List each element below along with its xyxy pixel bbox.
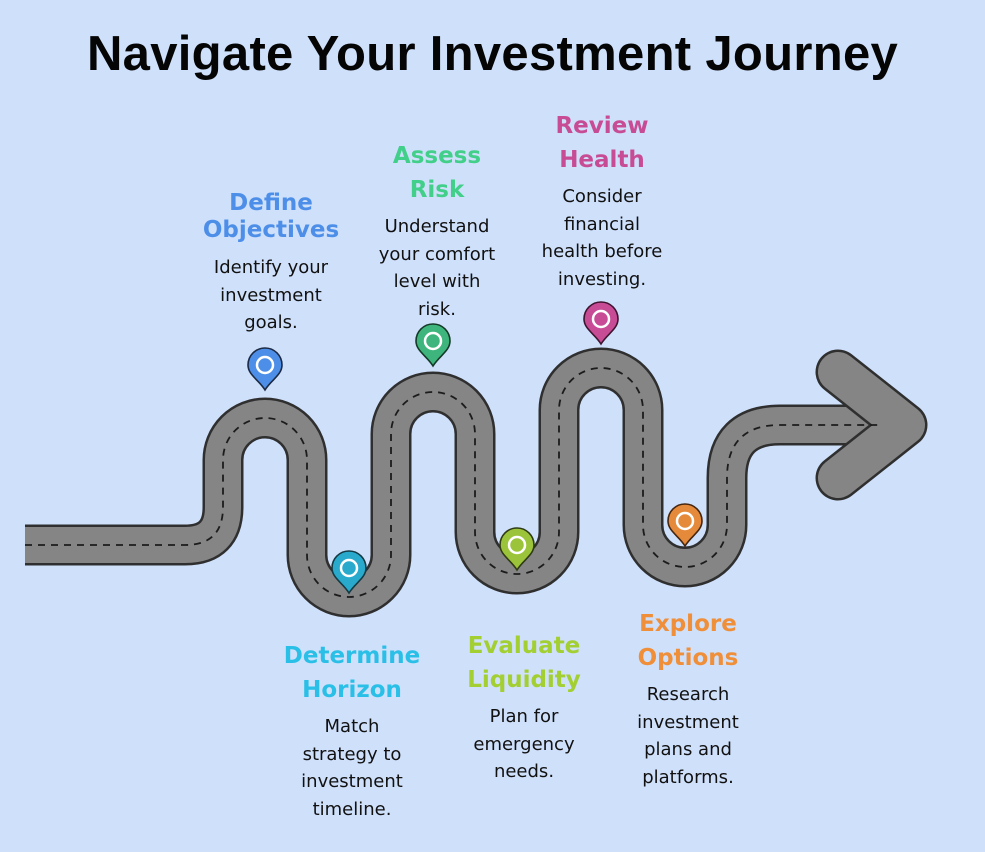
location-pin-icon: [331, 550, 367, 595]
step-description: Consider financial health before investi…: [541, 186, 663, 290]
step-evaluate-liquidity: Evaluate Liquidity Plan for emergency ne…: [429, 629, 619, 786]
location-pin-icon: [415, 323, 451, 368]
step-heading: Review Health: [555, 113, 649, 173]
road-arrowhead: [818, 352, 925, 498]
step-determine-horizon: Determine Horizon Match strategy to inve…: [257, 639, 447, 823]
location-pin-icon: [247, 347, 283, 392]
road-center-line: [25, 367, 880, 598]
step-description: Plan for emergency needs.: [473, 706, 575, 782]
step-heading: Determine Horizon: [283, 643, 421, 703]
location-pin-icon: [667, 503, 703, 548]
step-heading: Assess Risk: [392, 143, 482, 203]
location-pin-icon: [499, 527, 535, 572]
step-description: Understand your comfort level with risk.: [378, 216, 496, 320]
step-description: Identify your investment goals.: [213, 257, 329, 333]
location-pin-icon: [583, 301, 619, 346]
road-surface: [25, 350, 895, 615]
step-heading: Evaluate Liquidity: [467, 633, 581, 693]
step-description: Match strategy to investment timeline.: [301, 716, 403, 820]
step-description: Research investment plans and platforms.: [637, 684, 739, 788]
diagram-title: Navigate Your Investment Journey: [86, 27, 899, 81]
step-assess-risk: Assess Risk Understand your comfort leve…: [342, 139, 532, 323]
step-explore-options: Explore Options Research investment plan…: [593, 607, 783, 791]
step-define-objectives: Define Objectives Identify your investme…: [176, 190, 366, 337]
step-review-health: Review Health Consider financial health …: [507, 109, 697, 293]
step-heading: Define Objectives: [202, 190, 340, 243]
step-heading: Explore Options: [637, 611, 739, 671]
